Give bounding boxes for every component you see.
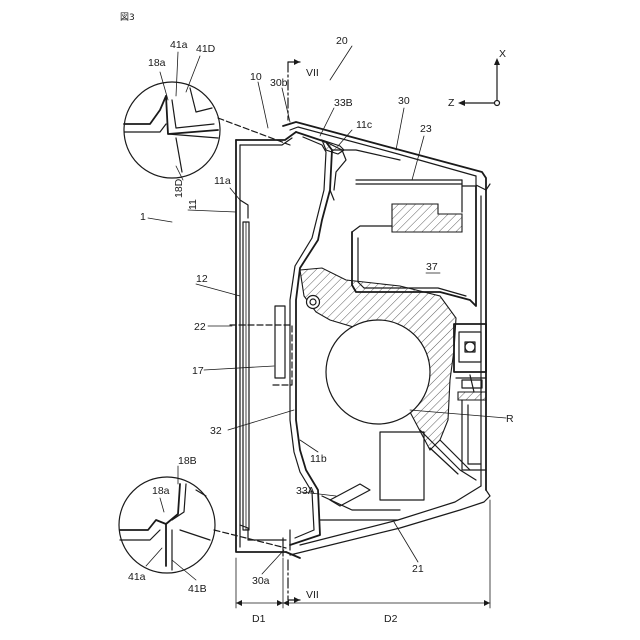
label-11: 11 <box>187 199 199 210</box>
label-41D: 41D <box>196 43 216 55</box>
label-1: 1 <box>140 211 146 223</box>
label-12: 12 <box>196 273 208 285</box>
label-41B: 41B <box>188 583 207 595</box>
label-11a: 11a <box>214 175 231 187</box>
label-VII-bottom: VII <box>306 589 319 601</box>
axis-indicator: X Z <box>448 48 506 109</box>
label-33A: 33A <box>296 485 315 497</box>
label-30a: 30a <box>252 575 270 587</box>
detail-circle-bottom <box>119 477 286 573</box>
label-11c: 11c <box>356 119 372 131</box>
figure-title: 図3 <box>120 12 135 23</box>
body-component <box>236 132 296 552</box>
label-41a-bottom: 41a <box>128 571 146 583</box>
label-D1: D1 <box>252 613 266 625</box>
label-18D: 18D <box>173 178 185 198</box>
label-18a-top: 18a <box>148 57 166 69</box>
label-18B: 18B <box>178 455 197 467</box>
label-D2: D2 <box>384 613 398 625</box>
label-37: 37 <box>426 261 438 273</box>
label-22: 22 <box>194 321 206 333</box>
label-20: 20 <box>336 35 348 47</box>
label-30: 30 <box>398 95 410 107</box>
label-30b: 30b <box>270 77 288 89</box>
detail-circle-top <box>124 82 290 178</box>
label-10: 10 <box>250 71 262 83</box>
label-21: 21 <box>412 563 424 575</box>
fan-housing <box>300 268 476 480</box>
label-23: 23 <box>420 123 432 135</box>
label-18a-bottom: 18a <box>152 485 170 497</box>
axis-x-label: X <box>499 48 506 60</box>
label-17: 17 <box>192 365 204 377</box>
label-41a-top: 41a <box>170 39 188 51</box>
label-VII-top: VII <box>306 67 319 79</box>
axis-z-label: Z <box>448 97 455 109</box>
label-11b: 11b <box>310 453 327 465</box>
label-32: 32 <box>210 425 222 437</box>
dimension-lines <box>236 500 490 608</box>
label-R: R <box>506 413 514 425</box>
label-33B: 33B <box>334 97 353 109</box>
